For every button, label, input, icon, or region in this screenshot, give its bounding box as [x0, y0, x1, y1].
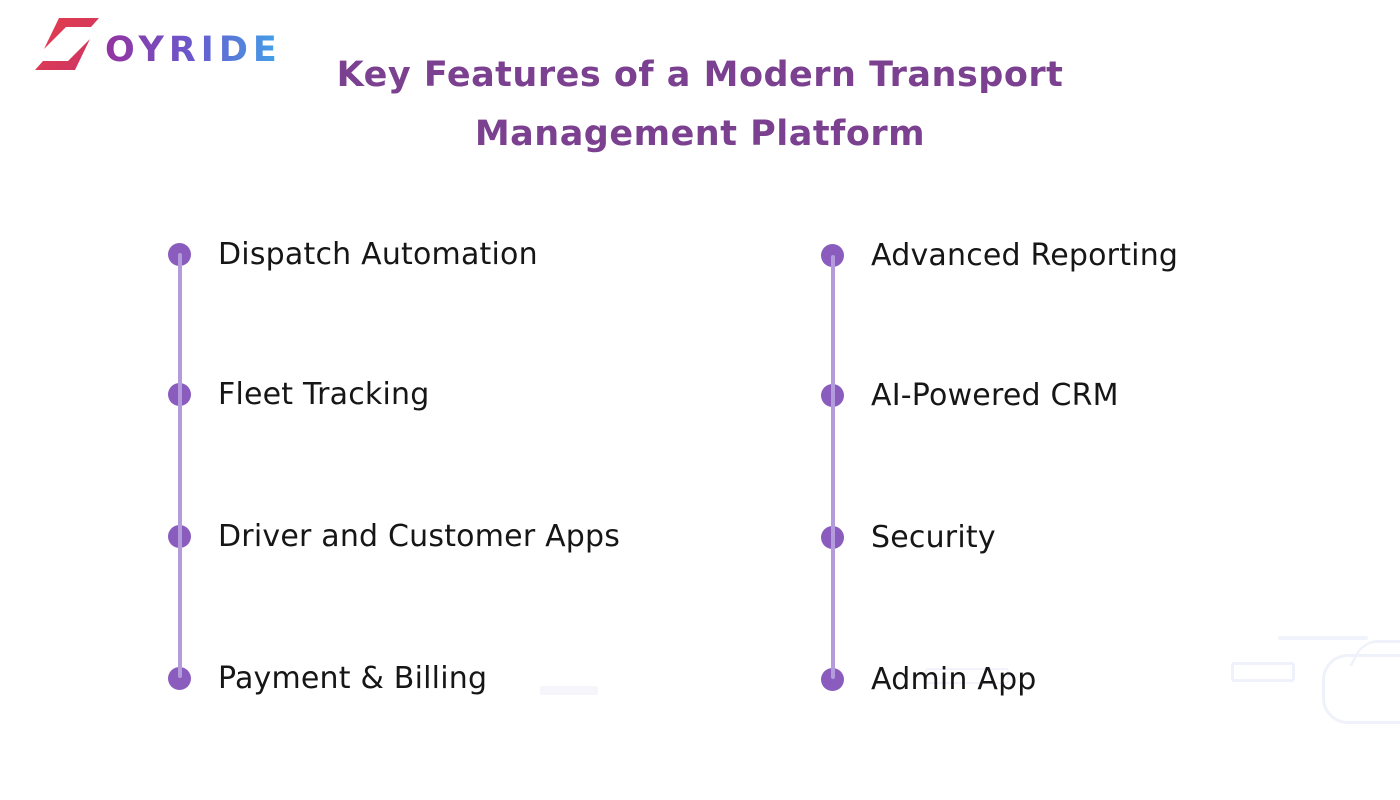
bullet-dot-icon — [168, 666, 191, 690]
feature-item: Fleet Tracking — [168, 376, 430, 412]
zoyride-logo-icon: OYRIDE — [35, 18, 280, 70]
timeline-connector-right — [831, 255, 835, 679]
feature-item: Advanced Reporting — [821, 237, 1179, 273]
feature-label: Admin App — [871, 661, 1037, 697]
bullet-dot-icon — [821, 667, 844, 691]
feature-label: Fleet Tracking — [218, 376, 430, 412]
logo-wordmark: OYRIDE — [105, 30, 280, 70]
feature-label: Driver and Customer Apps — [218, 518, 621, 554]
page-title: Key Features of a Modern Transport Manag… — [0, 46, 1400, 164]
feature-item: Security — [821, 519, 996, 555]
watermark-shape — [1349, 640, 1400, 666]
watermark-shape — [1322, 654, 1400, 724]
feature-label: Payment & Billing — [218, 660, 488, 696]
page-title-line2: Management Platform — [474, 114, 926, 154]
watermark-shape — [1278, 636, 1368, 640]
feature-item: Dispatch Automation — [168, 236, 538, 272]
feature-label: AI-Powered CRM — [871, 377, 1119, 413]
watermark-shape — [540, 686, 598, 695]
feature-label: Dispatch Automation — [218, 236, 538, 272]
feature-item: Admin App — [821, 661, 1037, 697]
watermark-shape — [1231, 662, 1295, 682]
feature-label: Security — [871, 519, 996, 555]
zoyride-logo: OYRIDE — [35, 14, 280, 74]
timeline-connector-left — [178, 253, 182, 678]
feature-item: Payment & Billing — [168, 660, 488, 696]
page-title-line1: Key Features of a Modern Transport — [336, 55, 1064, 95]
feature-label: Advanced Reporting — [871, 237, 1179, 273]
feature-item: AI-Powered CRM — [821, 377, 1119, 413]
feature-item: Driver and Customer Apps — [168, 518, 621, 554]
logo-z-glyph — [35, 18, 99, 70]
